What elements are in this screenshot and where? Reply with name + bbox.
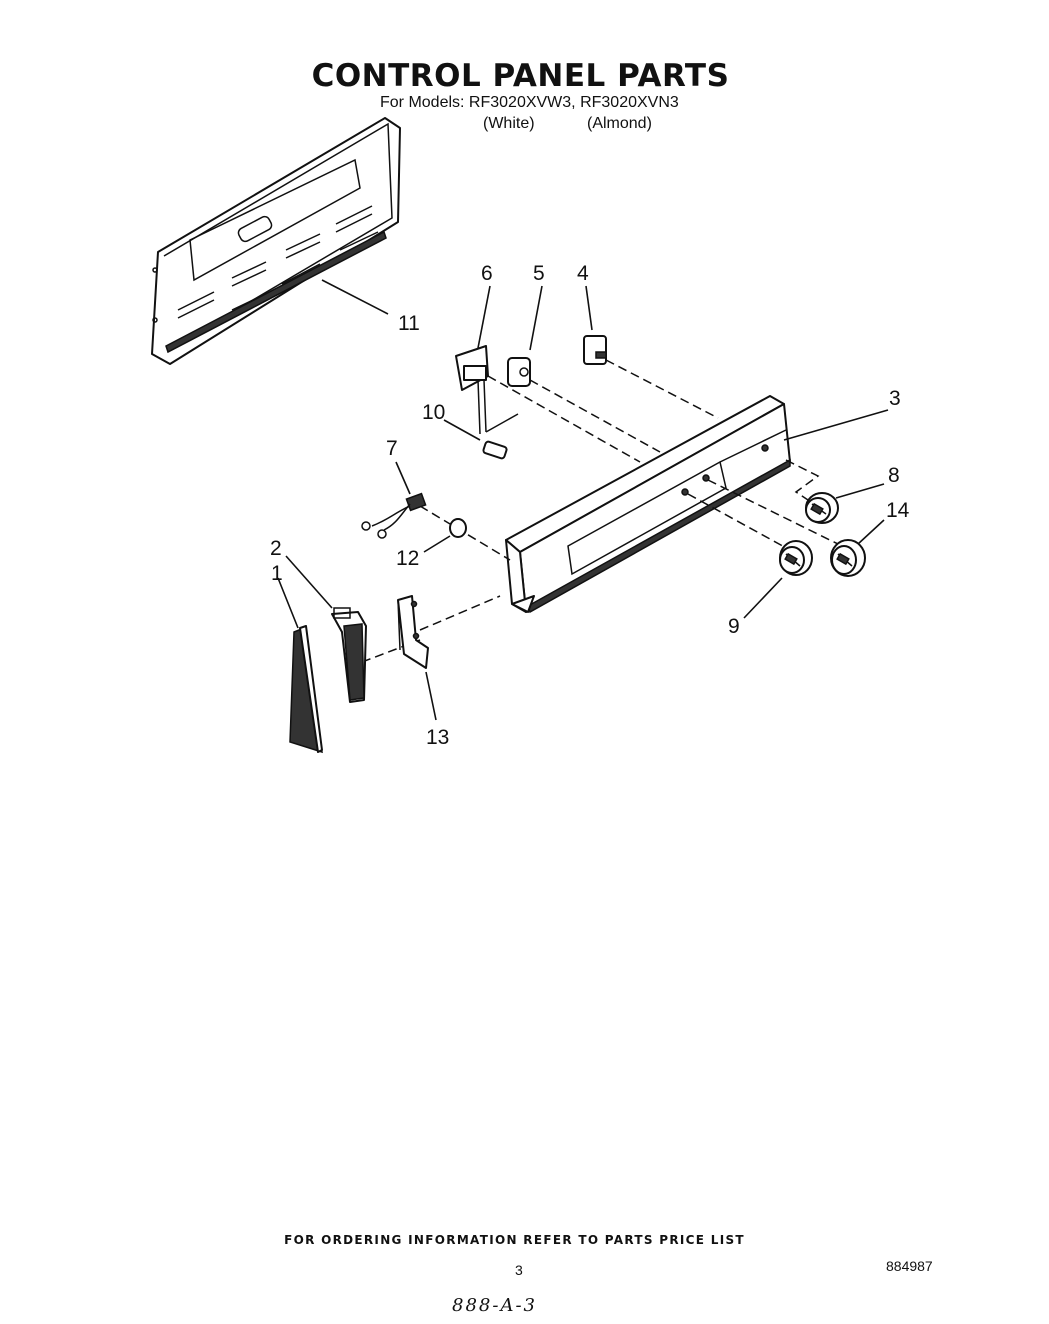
leader-6 xyxy=(477,285,491,349)
part-4-switch xyxy=(583,335,607,365)
part-3-control-panel xyxy=(505,395,791,614)
callout-11: 11 xyxy=(398,312,420,335)
callout-14: 14 xyxy=(886,499,910,522)
callout-13: 13 xyxy=(426,726,449,749)
assembly-line-4 xyxy=(605,359,719,419)
part-11-rear-panel xyxy=(151,117,401,365)
callout-4: 4 xyxy=(577,262,589,285)
document-number: 884987 xyxy=(886,1258,933,1274)
assembly-line-9 xyxy=(687,493,791,551)
models-line: For Models: RF3020XVW3, RF3020XVN3 xyxy=(380,94,679,111)
leader-3 xyxy=(783,409,889,441)
color-label-white: (White) xyxy=(483,115,535,132)
assembly-line-5 xyxy=(529,379,661,453)
assembly-line-14 xyxy=(707,479,843,547)
assembly-line-13 xyxy=(419,595,501,631)
page-title: CONTROL PANEL PARTS xyxy=(311,58,730,94)
leader-10 xyxy=(443,419,481,441)
callout-7: 7 xyxy=(386,437,398,460)
leader-9 xyxy=(743,577,783,619)
callout-12: 12 xyxy=(396,547,419,570)
part-14-knob xyxy=(830,539,866,577)
part-8-knob xyxy=(805,492,839,524)
color-label-almond: (Almond) xyxy=(587,115,652,132)
leader-13 xyxy=(425,671,437,721)
leader-8 xyxy=(835,483,885,499)
callout-10: 10 xyxy=(422,401,445,424)
assembly-line-2 xyxy=(361,639,421,663)
assembly-line-6 xyxy=(487,375,641,463)
leader-7 xyxy=(395,461,411,495)
callout-5: 5 xyxy=(533,262,545,285)
part-6-switch xyxy=(455,345,489,435)
callout-9: 9 xyxy=(728,615,740,638)
leader-4 xyxy=(585,285,593,331)
leader-14 xyxy=(857,519,885,545)
part-13-side-bracket xyxy=(397,595,429,669)
callout-3: 3 xyxy=(889,387,901,410)
handwritten-code: 888-A-3 xyxy=(452,1295,537,1316)
leader-2 xyxy=(285,555,333,609)
part-10-connector xyxy=(482,413,519,460)
part-12-lens xyxy=(449,518,467,538)
part-9-knob xyxy=(779,540,813,576)
part-1-end-cap xyxy=(289,625,323,754)
assembly-line-7 xyxy=(419,505,511,561)
callout-2: 2 xyxy=(270,537,282,560)
part-5-switch xyxy=(507,357,531,387)
page-number: 3 xyxy=(515,1262,523,1278)
part-2-end-bracket xyxy=(331,607,367,703)
part-7-indicator-light xyxy=(361,492,427,539)
leader-12 xyxy=(423,535,451,553)
leader-11 xyxy=(321,279,389,315)
callout-8: 8 xyxy=(888,464,900,487)
callout-6: 6 xyxy=(481,262,493,285)
leader-5 xyxy=(529,285,543,351)
ordering-note: FOR ORDERING INFORMATION REFER TO PARTS … xyxy=(284,1233,745,1247)
callout-1: 1 xyxy=(271,562,283,585)
leader-1 xyxy=(277,577,299,629)
assembly-line-8 xyxy=(785,459,820,501)
